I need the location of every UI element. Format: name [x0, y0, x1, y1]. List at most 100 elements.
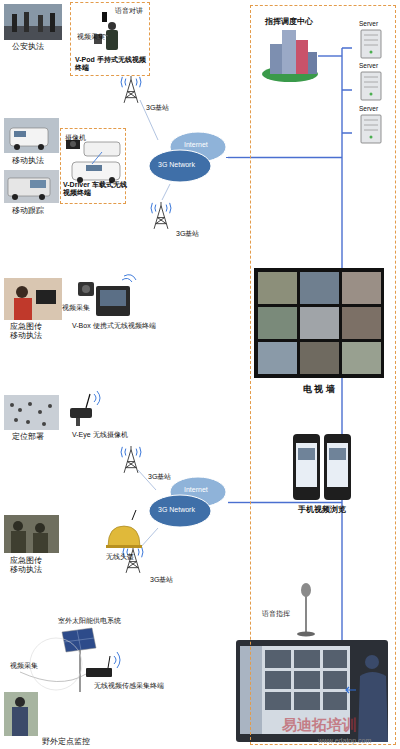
building-icon	[308, 52, 317, 74]
caption-label: 视频采集	[62, 304, 96, 311]
wireless-camera-icon	[70, 408, 92, 418]
signal-wire	[138, 470, 156, 490]
photo	[39, 194, 45, 200]
network-cloud-shape	[148, 475, 228, 530]
server-shape	[364, 35, 378, 36]
vehicle-terminal-icon	[66, 140, 120, 183]
network-cloud-shape	[148, 130, 228, 185]
photo	[8, 178, 50, 196]
photo	[35, 523, 45, 533]
caption-label: 室外太阳能供电系统	[58, 617, 158, 625]
photo	[14, 418, 18, 422]
signal-wire	[140, 100, 158, 140]
monitor-console	[323, 671, 347, 689]
node-text: Server	[359, 62, 393, 69]
caption-label: 视频采集	[10, 662, 50, 670]
wall-screen	[300, 307, 339, 339]
caption-label: 3G基站	[176, 230, 216, 238]
phone-view-shape	[291, 434, 353, 502]
base-station-icon	[151, 202, 171, 229]
photo	[12, 194, 18, 200]
cloud-shape	[149, 495, 211, 527]
photo	[48, 404, 52, 408]
photo	[38, 144, 44, 150]
caption-label: 3G基站	[150, 576, 190, 584]
watermark: www.edatop.com	[318, 737, 398, 745]
caption-label: 应急图传 移动执法	[10, 322, 46, 340]
portable-terminal-icon	[96, 286, 130, 316]
phone-screen	[327, 443, 348, 487]
photo	[12, 14, 17, 32]
monitor-console	[323, 650, 347, 668]
monitor-console	[365, 655, 379, 669]
building-icon	[270, 44, 282, 74]
photo	[14, 131, 26, 137]
server-shape	[364, 77, 378, 78]
photo	[4, 515, 59, 553]
monitor-console	[323, 692, 347, 710]
monitor-console	[265, 650, 347, 710]
photo	[18, 408, 22, 412]
watermark: 易迪拓培训	[282, 716, 392, 733]
caption-label: 3G基站	[146, 104, 186, 112]
monitor-console	[236, 640, 388, 742]
photo	[13, 521, 23, 531]
caption-label: 无线视频传感采集终端	[94, 682, 194, 690]
wireless-camera-icon	[70, 391, 100, 426]
command-center: 指挥调度中心ServerServerServer电 视 墙手机视频浏览	[250, 5, 396, 745]
vehicle-terminal-icon	[86, 165, 102, 171]
monitor-console	[240, 646, 350, 734]
caption-label: 野外定点监控	[42, 737, 122, 746]
wall-screen	[300, 342, 339, 374]
photo	[4, 278, 62, 320]
photo	[4, 395, 59, 430]
server-shape	[364, 82, 378, 83]
portable-terminal-icon	[78, 275, 136, 316]
photo	[38, 15, 43, 32]
sensor-terminal-icon	[30, 638, 82, 690]
server-shape	[364, 120, 378, 121]
photo	[11, 531, 26, 553]
base-station-icon	[123, 546, 143, 573]
photo	[4, 515, 59, 553]
node-text: 电 视 墙	[254, 384, 384, 394]
network-wire	[342, 48, 352, 133]
microphone-icon	[305, 596, 306, 632]
phone-screen	[296, 443, 317, 487]
monitor-console	[358, 672, 388, 742]
node-text: Server	[359, 105, 393, 112]
wall-screen	[342, 307, 381, 339]
node-text: 3G Network	[158, 161, 208, 169]
wall-screen	[258, 272, 297, 304]
caption-label: 无线头盔	[106, 553, 146, 561]
photo	[36, 290, 56, 304]
network-link	[228, 157, 250, 158]
server-shape	[361, 115, 381, 143]
monitor-console	[240, 646, 262, 734]
node-text: V-Driver 车载式无线视频终端	[63, 181, 127, 197]
microphone-icon	[301, 583, 311, 597]
wireless-camera-icon	[76, 418, 80, 426]
base-station-icon	[121, 446, 141, 473]
caption-label: 公安执法	[12, 42, 72, 51]
server-shape	[370, 93, 373, 96]
monitor-console	[265, 650, 291, 668]
portable-terminal-icon	[82, 285, 90, 293]
caption-label: V-Box 便携式无线视频终端	[72, 322, 172, 330]
server-shape	[364, 87, 378, 88]
photo	[4, 118, 59, 153]
sensor-terminal-icon	[20, 638, 120, 690]
helmet-icon	[132, 510, 136, 520]
node-text: V-Pod 手持式无线视频终端	[75, 56, 147, 72]
network-wire	[250, 502, 342, 503]
node-text: 3G Network	[158, 506, 208, 514]
photo	[24, 12, 29, 32]
photo	[30, 180, 46, 188]
monitor-console	[294, 692, 320, 710]
caption-label: 移动执法	[12, 156, 72, 165]
network-cloud: Internet3G Network	[148, 475, 228, 530]
photo	[4, 692, 38, 736]
caption-label: 语音指挥	[262, 610, 302, 618]
monitor-console	[265, 692, 291, 710]
